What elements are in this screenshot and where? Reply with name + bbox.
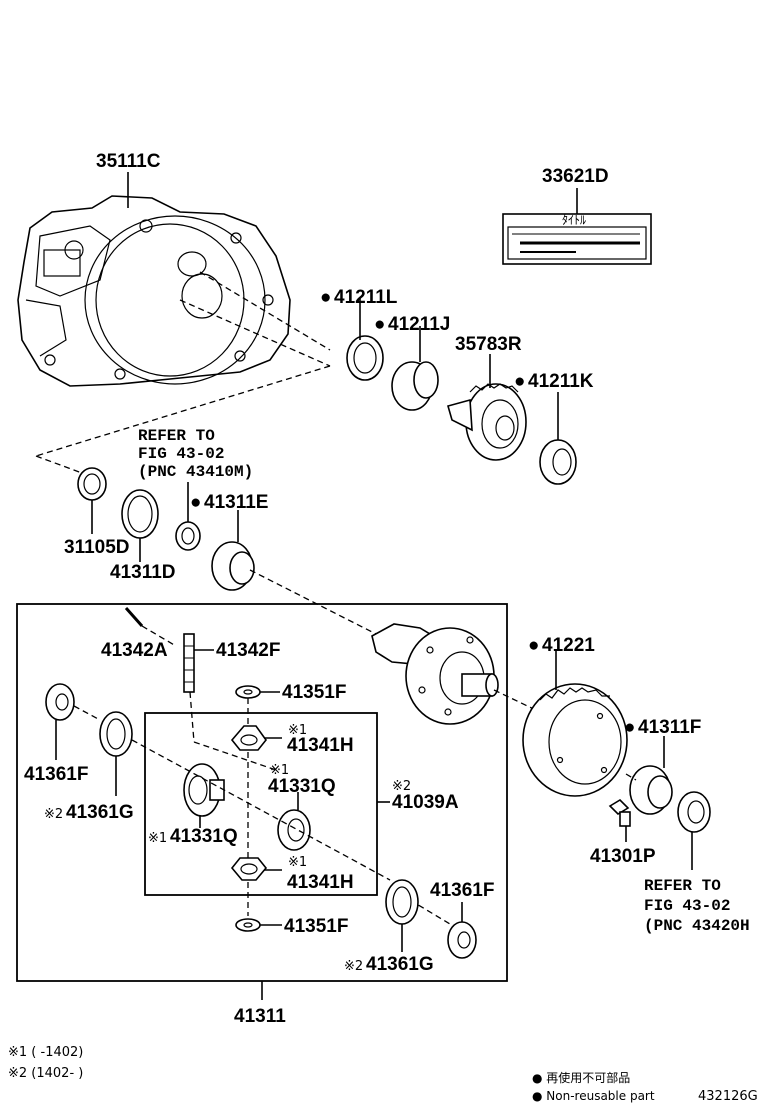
bullet-41311F: ●	[624, 717, 635, 738]
part-label-41331Q-left: 41331Q	[170, 826, 238, 847]
bolt-41301P	[608, 798, 631, 827]
pinion-gear-41341H-top	[230, 725, 268, 751]
part-label-41341H-bottom: 41341H	[287, 872, 354, 893]
part-label-41351F-top: 41351F	[282, 682, 346, 703]
part-label-31105D: 31105D	[64, 537, 130, 558]
part-label-41311E: 41311E	[204, 492, 268, 513]
figure-id: 432126G	[698, 1089, 758, 1104]
caution-label-plate: ﾀｲﾄﾙ	[502, 213, 652, 265]
bullet-41221: ●	[528, 635, 539, 656]
thrust-washer-41361F-left	[45, 683, 75, 721]
part-label-41341H-top: 41341H	[287, 735, 354, 756]
ref1-41331Q-left: ※1	[148, 831, 167, 846]
bearing-41211K	[539, 439, 577, 485]
part-label-41311D: 41311D	[110, 562, 176, 583]
differential-case	[371, 623, 499, 725]
note-ref1: ※1 ( -1402)	[8, 1045, 83, 1060]
refer-right-line3[interactable]: (PNC 43420H	[644, 917, 750, 935]
legend-english: ● Non-reusable part	[532, 1089, 655, 1103]
part-label-41311F: 41311F	[638, 717, 701, 738]
bearing-41311F	[629, 765, 673, 815]
refer-left-line3[interactable]: (PNC 43410M)	[138, 463, 253, 481]
bullet-41211L: ●	[320, 287, 331, 308]
part-label-41221: 41221	[542, 635, 595, 656]
bearing-41311E	[211, 541, 255, 591]
shim-41311D	[121, 489, 159, 539]
part-label-33621D: 33621D	[542, 166, 609, 187]
ref2-41361G-left: ※2	[44, 807, 63, 822]
bearing-41211J	[391, 361, 439, 411]
oil-seal-31105D	[77, 467, 107, 501]
transaxle-housing	[17, 195, 291, 387]
refer-left-line2[interactable]: FIG 43-02	[138, 445, 224, 463]
washer-41361G-left	[99, 711, 133, 757]
part-label-35783R: 35783R	[455, 334, 522, 355]
part-label-41211L: 41211L	[334, 287, 398, 308]
part-label-41361G-left: 41361G	[66, 802, 134, 823]
part-label-41311: 41311	[234, 1006, 286, 1027]
part-label-41039A: 41039A	[392, 792, 459, 813]
part-label-41342F: 41342F	[216, 640, 280, 661]
ring-gear-41221	[522, 683, 628, 797]
ref2-41039A: ※2	[392, 779, 411, 794]
part-label-41342A: 41342A	[101, 640, 168, 661]
refer-right-line1[interactable]: REFER TO	[644, 877, 721, 895]
thrust-washer-41361F-right	[447, 921, 477, 959]
refer-left-line1[interactable]: REFER TO	[138, 427, 215, 445]
washer-41351F-top	[235, 685, 261, 699]
bearing-race-small	[175, 521, 201, 551]
label-plate-header: ﾀｲﾄﾙ	[562, 213, 586, 227]
side-gear-41331Q-top	[277, 809, 311, 851]
part-label-41211J: 41211J	[388, 314, 450, 335]
part-label-41301P: 41301P	[590, 846, 656, 867]
pinion-gear-41341H-bottom	[230, 857, 268, 881]
ref2-41361G-right: ※2	[344, 959, 363, 974]
part-label-35111C: 35111C	[96, 151, 161, 172]
part-label-41351F-bottom: 41351F	[284, 916, 348, 937]
note-ref2: ※2 (1402- )	[8, 1066, 83, 1081]
assembly-frame-41039A	[144, 712, 378, 896]
ref1-41331Q-top: ※1	[270, 763, 289, 778]
bullet-41211K: ●	[514, 371, 525, 392]
ref1-41341H-top: ※1	[288, 723, 307, 738]
part-label-41361G-right: 41361G	[366, 954, 434, 975]
side-gear-41331Q-left	[183, 763, 225, 817]
bullet-41311E: ●	[190, 492, 201, 513]
part-label-41211K: 41211K	[528, 371, 594, 392]
washer-41351F-bottom	[235, 918, 261, 932]
part-label-41361F-left: 41361F	[24, 764, 88, 785]
bullet-41211J: ●	[374, 314, 385, 335]
gear-assembly-35783R	[447, 383, 527, 461]
refer-right-line2[interactable]: FIG 43-02	[644, 897, 730, 915]
oil-seal-41211L	[346, 335, 384, 381]
part-label-41361F-right: 41361F	[430, 880, 494, 901]
legend-japanese: ● 再使用不可部品	[532, 1070, 630, 1085]
washer-41361G-right	[385, 879, 419, 925]
bearing-race-right	[677, 791, 711, 833]
ref1-41341H-bottom: ※1	[288, 855, 307, 870]
shaft-41342F	[183, 633, 195, 693]
pin-41342A	[124, 607, 144, 627]
part-label-41331Q-top: 41331Q	[268, 776, 336, 797]
